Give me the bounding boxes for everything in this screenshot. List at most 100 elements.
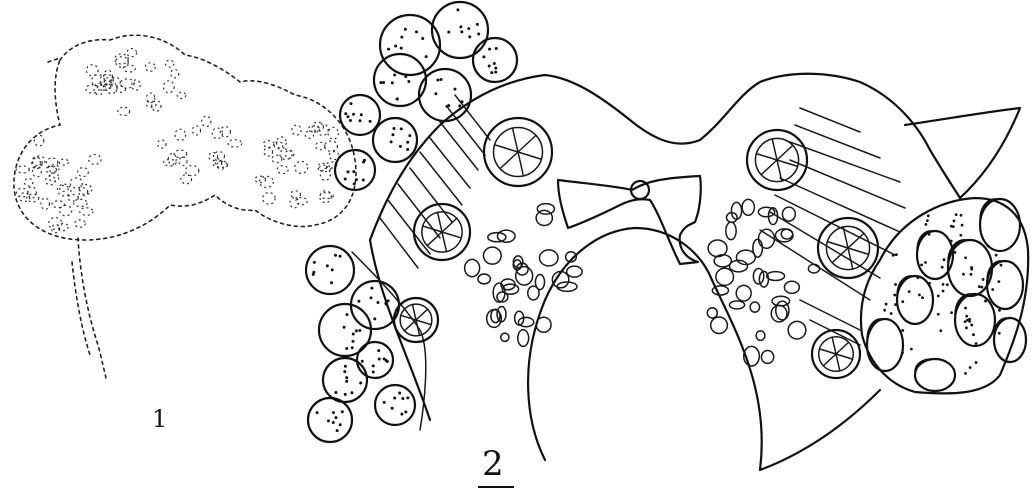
panel-2-right-wing [905, 108, 1020, 198]
panel-1-cells [16, 49, 339, 233]
cluster-stipple [950, 311, 953, 314]
bundle-spoke [442, 232, 461, 238]
stipple-dot [382, 81, 385, 84]
stipple-dot [399, 145, 402, 148]
vesicle [501, 333, 509, 341]
panel-1-cell [16, 166, 29, 173]
stipple-dot [394, 45, 397, 48]
lobe-outline [373, 118, 417, 162]
hatch-line [448, 108, 485, 155]
bundle-spoke [438, 212, 442, 232]
vesicle [536, 210, 552, 225]
cluster-stipple [965, 315, 968, 318]
bundle-spoke [827, 242, 848, 248]
panel-1-cell [179, 157, 187, 166]
bundle-spoke [756, 154, 777, 160]
bundle-spoke [823, 354, 836, 366]
cluster-stipple [964, 256, 967, 259]
hatch-line [380, 218, 418, 268]
vesicle [714, 255, 731, 267]
bundle-spoke [761, 160, 777, 175]
cluster-stipple [968, 320, 971, 323]
panel-1-cell [263, 193, 276, 205]
vesicle [557, 282, 577, 291]
vesicle [712, 286, 728, 295]
lobe-outline [419, 69, 471, 121]
panel-1-cell [132, 80, 140, 90]
cluster-cell [896, 275, 933, 324]
cluster-stipple [937, 313, 940, 316]
stipple-dot [415, 30, 418, 33]
stipple-dot [459, 25, 462, 28]
cell-outline [987, 261, 1023, 309]
cluster-stipple [918, 293, 921, 296]
stipple-dot [400, 36, 403, 39]
tuft-lobe [351, 281, 399, 329]
vesicle [567, 266, 582, 277]
tuft-lobe [473, 38, 517, 82]
panel-1-cell [80, 185, 92, 195]
bundle-spoke [777, 145, 793, 160]
stipple-dot [425, 55, 428, 58]
panel-1-cell [52, 201, 64, 208]
cluster-cell [986, 260, 1023, 309]
stipple-dot [355, 329, 358, 332]
panel-1-cell [175, 129, 186, 140]
vesicle [707, 308, 717, 318]
cluster-stipple [969, 366, 972, 369]
panel-1-cell [272, 155, 282, 162]
bundle-spoke [416, 309, 428, 320]
hatch-line [430, 138, 470, 188]
stipple-dot [468, 35, 471, 38]
cluster-stipple [894, 283, 897, 286]
vesicle [782, 207, 795, 221]
stipple-dot [332, 411, 335, 414]
stipple-dot [313, 261, 316, 264]
stipple-dot [344, 112, 347, 115]
stipple-dot [369, 296, 372, 299]
stipple-dot [488, 65, 491, 68]
stipple-dot [404, 75, 407, 78]
stipple-dot [349, 119, 352, 122]
vascular-bundle [818, 218, 878, 278]
lobe-outline [306, 246, 354, 294]
tuft-lobe [419, 69, 471, 121]
bundle-spoke [442, 232, 446, 252]
stipple-dot [357, 300, 360, 303]
vesicle [753, 269, 763, 284]
stipple-dot [369, 120, 372, 123]
stipple-dot [334, 254, 337, 257]
stipple-dot [406, 148, 409, 151]
bundle-spoke [513, 128, 518, 152]
stipple-dot [398, 391, 401, 394]
panel-1-cell [325, 141, 338, 151]
cluster-stipple [970, 324, 973, 327]
stipple-dot [352, 170, 355, 173]
stipple-dot [383, 357, 386, 360]
bundle-spoke [518, 135, 536, 152]
cell-rim [916, 230, 935, 255]
lobe-outline [351, 281, 399, 329]
cluster-stipple [910, 348, 913, 351]
cell-rim [896, 275, 915, 300]
lobe-outline [380, 15, 440, 75]
stipple-dot [461, 100, 464, 103]
stipple-dot [482, 55, 485, 58]
panel-1-cell [70, 178, 82, 188]
cluster-stipple [901, 300, 904, 303]
cluster-stipple [925, 223, 928, 226]
hatch-line [800, 108, 860, 132]
panel-1-cell [60, 185, 68, 191]
stipple-dot [334, 416, 337, 419]
stipple-dot [460, 30, 463, 33]
panel-1-cell [264, 148, 273, 156]
cell-outline [955, 294, 995, 346]
bundle-spoke [423, 226, 442, 232]
lobe-outline [473, 38, 517, 82]
vesicle [761, 351, 773, 364]
vascular-bundle [812, 330, 860, 378]
panel-1-cell [78, 168, 89, 177]
stipple-dot [440, 78, 443, 81]
figure-label-1: 1 [152, 405, 167, 433]
stipple-dot [400, 47, 403, 50]
